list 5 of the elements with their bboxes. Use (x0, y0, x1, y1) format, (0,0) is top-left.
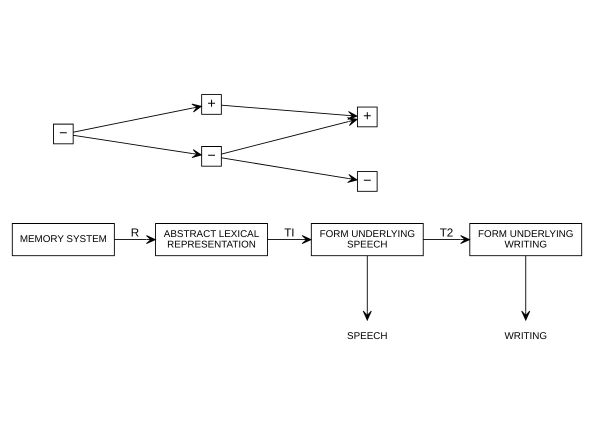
edge-label: R (130, 226, 140, 240)
node-text: SPEECH (347, 330, 388, 342)
edge-label: T2 (440, 226, 454, 240)
node-text: WRITING (504, 330, 548, 342)
edge-label: TI (284, 226, 295, 240)
